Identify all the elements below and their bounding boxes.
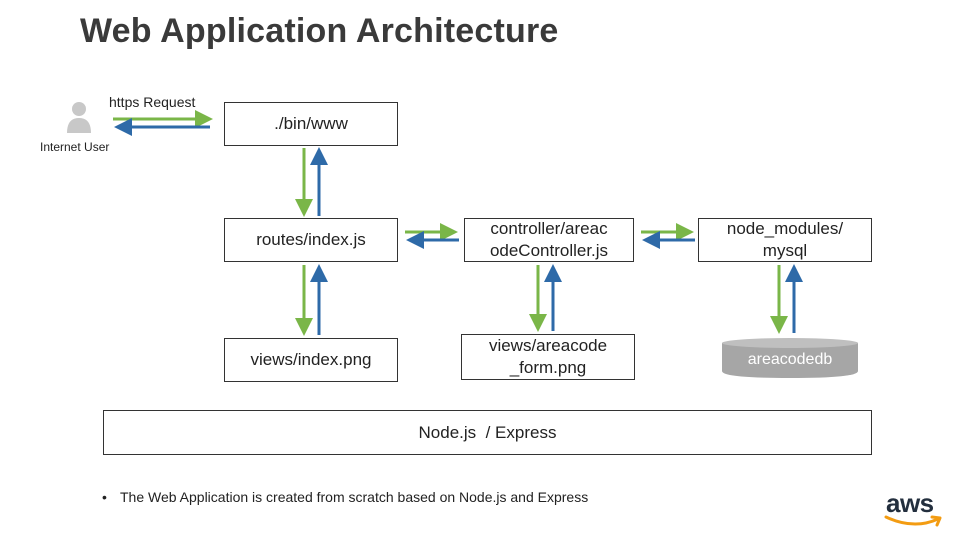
controller-box: controller/areac odeController.js xyxy=(464,218,634,262)
views-form-label-line1: views/areacode xyxy=(488,336,608,355)
node-express-box: Node.js / Express xyxy=(103,410,872,455)
controller-label-line1: controller/areac xyxy=(490,219,608,238)
routes-index-box: routes/index.js xyxy=(224,218,398,262)
node-modules-label-line2: mysql xyxy=(762,241,808,260)
aws-logo-text: aws xyxy=(886,488,934,518)
node-express-label: Node.js / Express xyxy=(418,422,557,442)
bullet-note: •The Web Application is created from scr… xyxy=(102,489,589,505)
views-index-box: views/index.png xyxy=(224,338,398,382)
node-modules-mysql-box: node_modules/ mysql xyxy=(698,218,872,262)
bin-www-box: ./bin/www xyxy=(224,102,398,146)
bin-www-label: ./bin/www xyxy=(274,114,348,133)
database-label: areacodedb xyxy=(747,351,833,368)
internet-user-caption: Internet User xyxy=(40,140,110,154)
bullet-note-text: The Web Application is created from scra… xyxy=(120,489,589,505)
user-icon xyxy=(67,102,91,133)
views-form-box: views/areacode _form.png xyxy=(461,334,635,380)
database-icon xyxy=(722,338,858,378)
views-form-label-line2: _form.png xyxy=(509,358,587,377)
controller-label-line2: odeController.js xyxy=(489,241,609,260)
views-index-label: views/index.png xyxy=(250,350,372,369)
https-request-label: https Request xyxy=(109,94,196,110)
aws-smile-icon xyxy=(884,515,942,527)
routes-index-label: routes/index.js xyxy=(256,230,366,249)
node-modules-label-line1: node_modules/ xyxy=(726,219,844,238)
page-title: Web Application Architecture xyxy=(80,12,559,50)
